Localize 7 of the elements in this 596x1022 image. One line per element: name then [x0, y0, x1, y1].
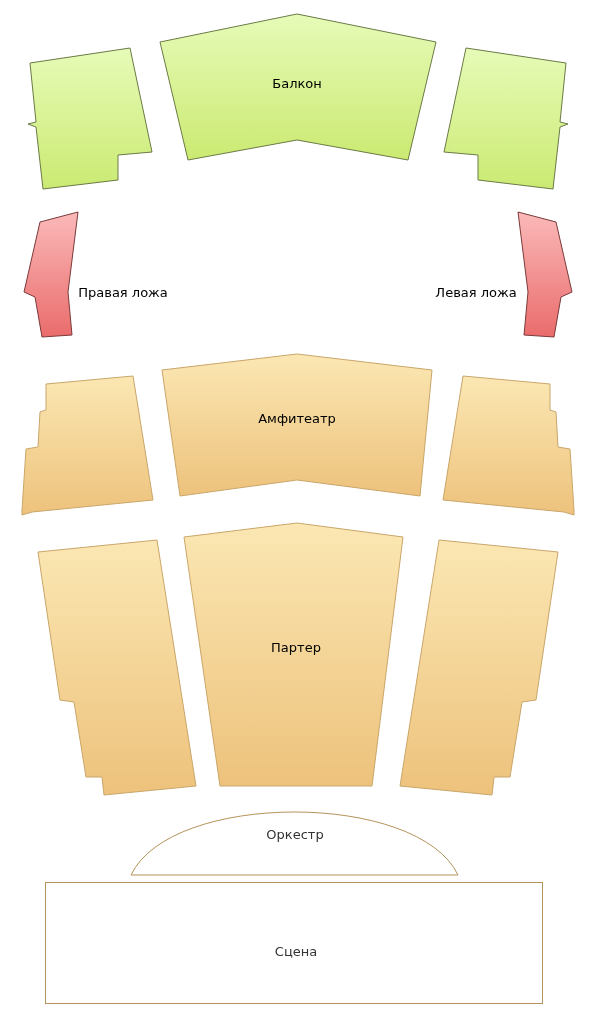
section-label: Партер	[271, 639, 321, 655]
section-label: Левая ложа	[435, 284, 517, 300]
section-label: Правая ложа	[78, 284, 168, 300]
section-label: Оркестр	[266, 826, 324, 842]
section-label: Балкон	[272, 75, 322, 91]
section-label: Амфитеатр	[258, 410, 336, 426]
section-label: Сцена	[274, 943, 318, 959]
